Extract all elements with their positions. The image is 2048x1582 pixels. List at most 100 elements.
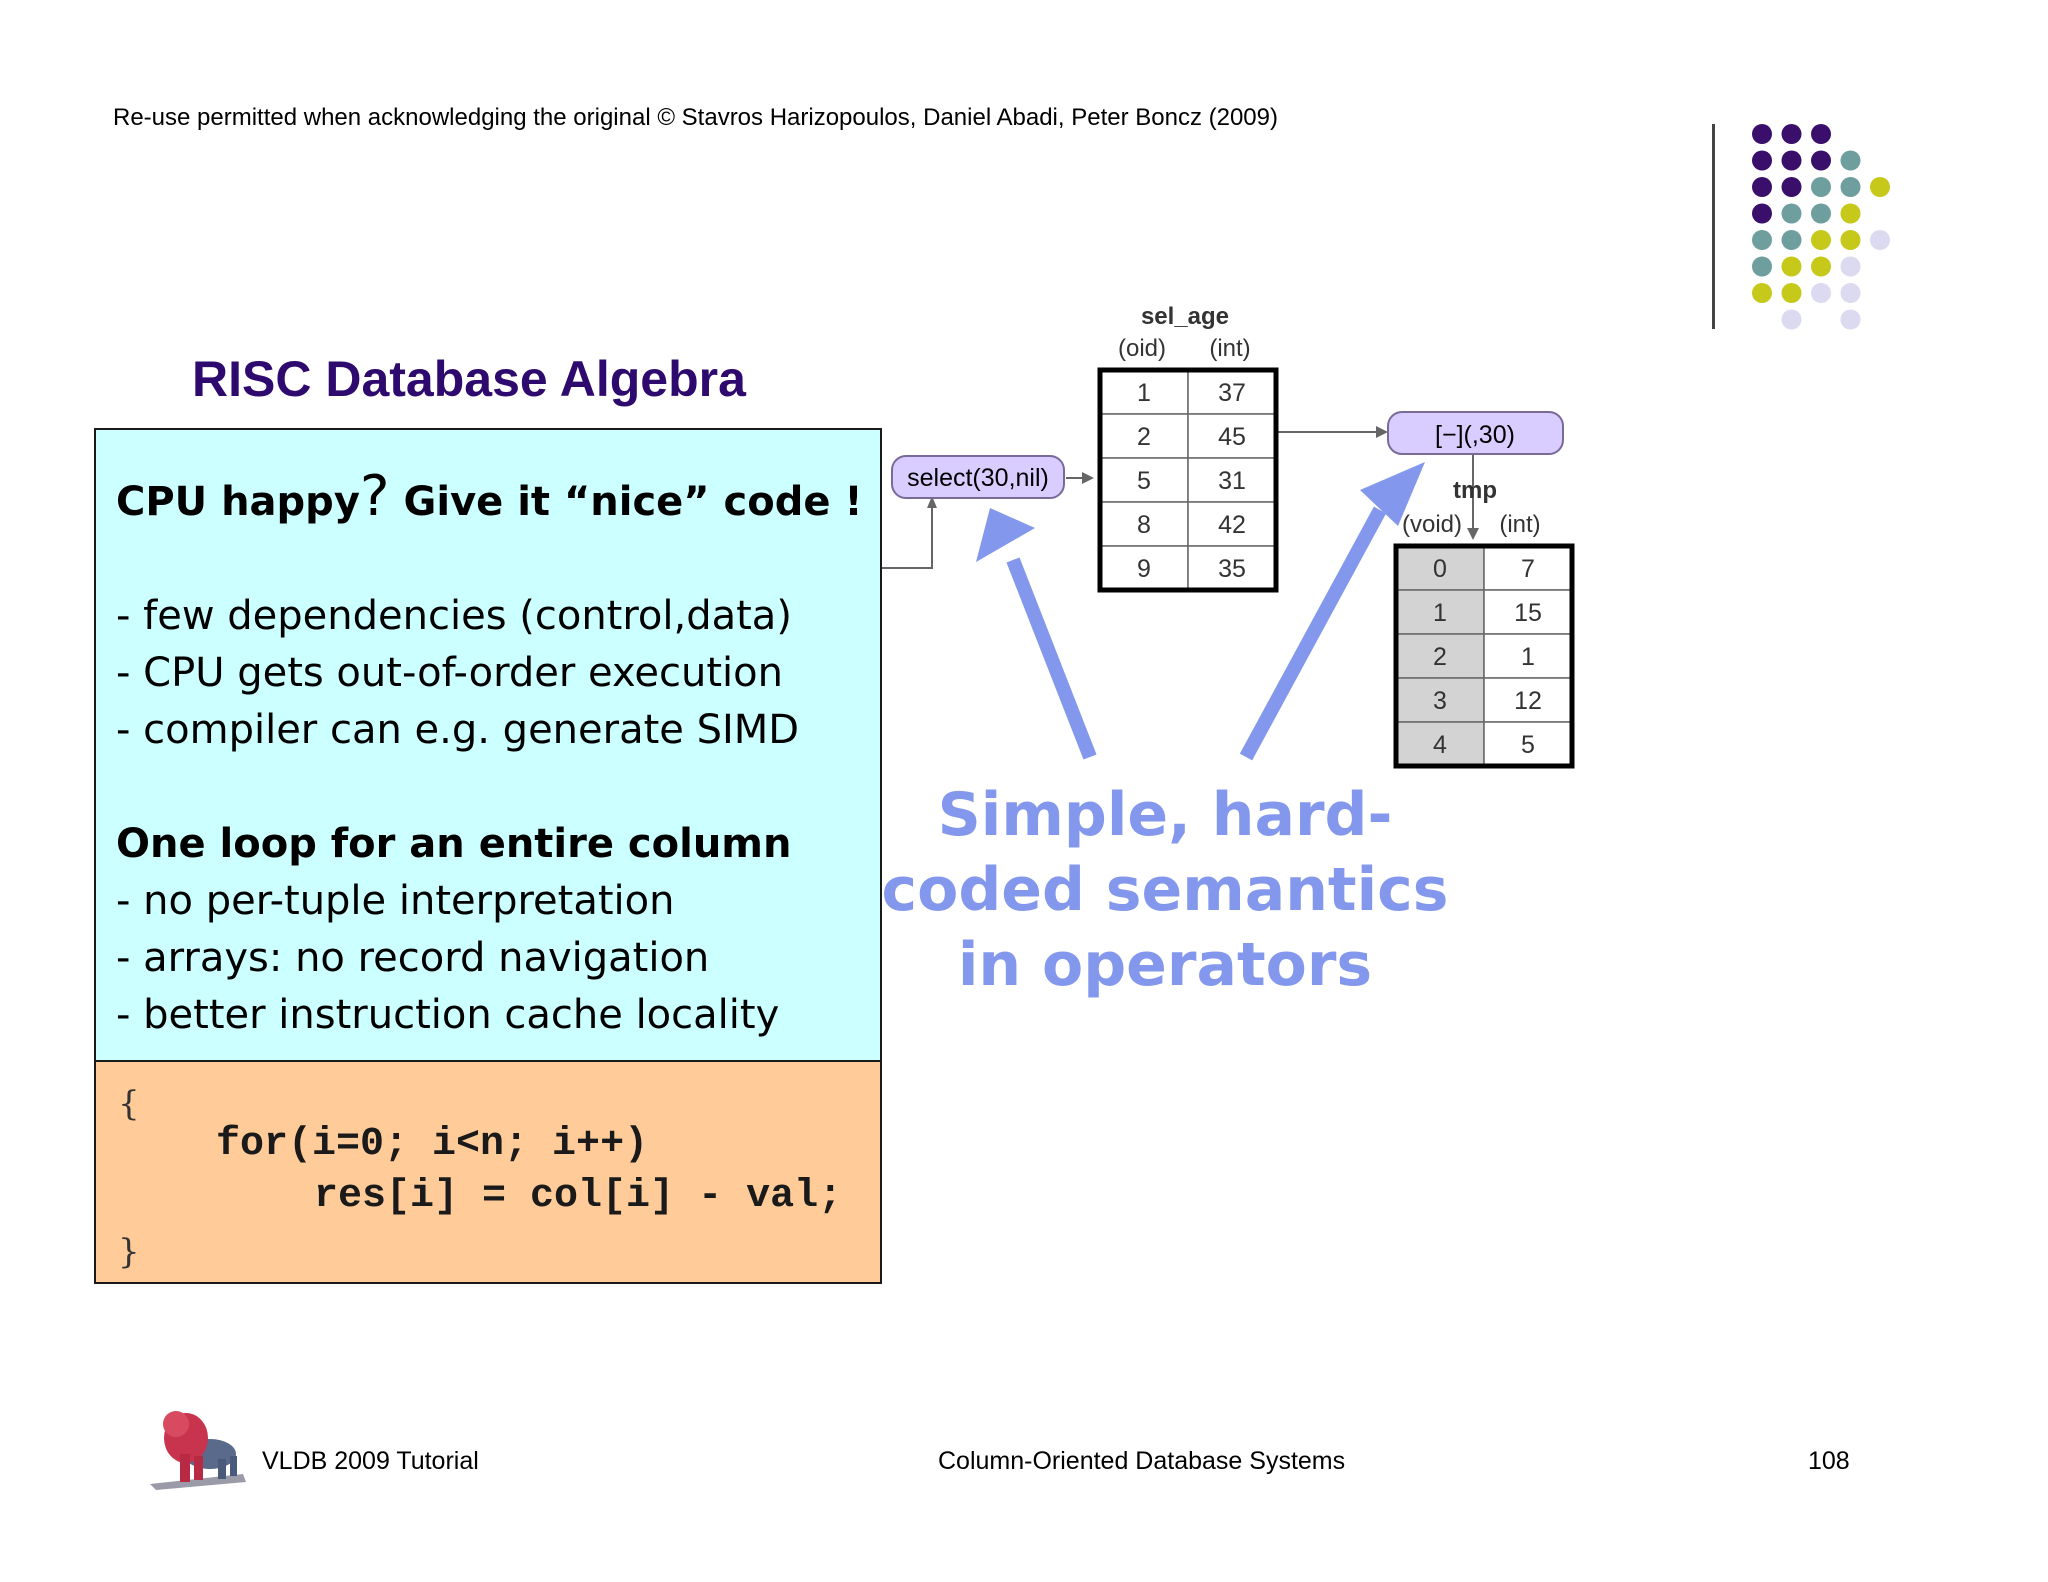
callout-arrowhead-right bbox=[1360, 462, 1425, 526]
decorative-dot bbox=[1752, 230, 1772, 250]
decorative-dot bbox=[1811, 256, 1831, 277]
bullet-item: - CPU gets out-of-order execution bbox=[116, 650, 783, 696]
sel-age-cell bbox=[1099, 413, 1189, 459]
decorative-dot bbox=[1781, 256, 1802, 277]
tmp-cell-value: 12 bbox=[1514, 687, 1542, 715]
tmp-cell bbox=[1483, 721, 1573, 767]
tmp-cell bbox=[1395, 633, 1485, 679]
decorative-dot bbox=[1811, 203, 1831, 224]
decorative-dot bbox=[1811, 177, 1831, 197]
decorative-dot bbox=[1752, 283, 1772, 303]
bullet-item: - no per-tuple interpretation bbox=[116, 878, 675, 924]
decorative-dot bbox=[1781, 309, 1802, 330]
callout-arrow-right bbox=[1239, 506, 1387, 761]
tmp-cell-value: 15 bbox=[1514, 599, 1542, 627]
decorative-dot bbox=[1811, 150, 1831, 171]
decorative-dot bbox=[1840, 203, 1861, 224]
sel-age-cell bbox=[1099, 545, 1189, 591]
callout-line-1: Simple, hard- bbox=[937, 780, 1393, 850]
decorative-dot bbox=[1840, 256, 1861, 277]
decorative-dot bbox=[1781, 150, 1802, 171]
bullet-item: - few dependencies (control,data) bbox=[116, 593, 792, 639]
tmp-col1-type: (void) bbox=[1402, 511, 1462, 538]
bullet-item: - compiler can e.g. generate SIMD bbox=[116, 707, 800, 753]
select-operator-label: select(30,nil) bbox=[907, 464, 1049, 492]
subtract-operator-label: [−](,30) bbox=[1435, 421, 1515, 449]
select-operator bbox=[891, 455, 1065, 499]
sel-age-cell-value: 42 bbox=[1218, 511, 1246, 539]
tmp-cell bbox=[1395, 589, 1485, 635]
sel-age-name: sel_age bbox=[1141, 303, 1229, 330]
tmp-cell-value: 3 bbox=[1433, 687, 1447, 715]
tmp-cell bbox=[1395, 677, 1485, 723]
decorative-dot bbox=[1752, 256, 1772, 277]
slide-title: RISC Database Algebra bbox=[192, 351, 746, 407]
box-heading-2: One loop for an entire column bbox=[116, 821, 792, 867]
copyright-notice: Re-use permitted when acknowledging the … bbox=[113, 104, 1278, 131]
bullet-item: - arrays: no record navigation bbox=[116, 935, 710, 981]
sel-age-cell-value: 2 bbox=[1137, 423, 1151, 451]
decorative-dot bbox=[1781, 230, 1802, 250]
sel-age-col1-type: (oid) bbox=[1118, 335, 1166, 362]
footer-event: VLDB 2009 Tutorial bbox=[262, 1447, 479, 1475]
sel-age-border bbox=[1097, 367, 1279, 593]
decorative-dot bbox=[1840, 309, 1861, 330]
footer-title: Column-Oriented Database Systems bbox=[938, 1447, 1346, 1475]
sel-age-col2-type: (int) bbox=[1209, 335, 1250, 362]
callout-line-3: in operators bbox=[957, 930, 1373, 1000]
decorative-dot bbox=[1752, 203, 1772, 224]
tmp-cell-value: 0 bbox=[1433, 555, 1447, 583]
tmp-border bbox=[1393, 543, 1575, 769]
callout-arrow-left bbox=[1006, 557, 1097, 760]
code-open-brace: { bbox=[118, 1084, 140, 1124]
tmp-col2-type: (int) bbox=[1499, 511, 1540, 538]
decorative-dot bbox=[1781, 124, 1802, 144]
callout-line-2: coded semantics bbox=[881, 855, 1449, 925]
sel-age-cell-value: 31 bbox=[1218, 467, 1246, 495]
decorative-dot bbox=[1840, 150, 1861, 171]
connector-line bbox=[882, 505, 933, 569]
decorative-dot bbox=[1811, 124, 1831, 144]
sel-age-cell-value: 9 bbox=[1137, 555, 1151, 583]
decorative-dot bbox=[1840, 283, 1861, 303]
sel-age-cell bbox=[1187, 413, 1277, 459]
decorative-dot bbox=[1811, 283, 1831, 303]
decorative-dot bbox=[1811, 230, 1831, 250]
connector-arrowhead bbox=[927, 496, 937, 508]
tmp-cell-value: 7 bbox=[1521, 555, 1535, 583]
sel-age-cell-value: 35 bbox=[1218, 555, 1246, 583]
page-number: 108 bbox=[1808, 1447, 1850, 1475]
decorative-dot bbox=[1840, 230, 1861, 250]
lion-logo bbox=[150, 1411, 246, 1490]
decorative-dot bbox=[1781, 177, 1802, 197]
decorative-dot-grid bbox=[1752, 124, 1890, 330]
bullet-item: - better instruction cache locality bbox=[116, 992, 780, 1038]
callout-text: Simple, hard- coded semantics in operato… bbox=[870, 778, 1460, 1003]
decorative-dot bbox=[1752, 150, 1772, 171]
callout-arrowhead-left bbox=[976, 508, 1035, 562]
decorative-dot bbox=[1840, 177, 1861, 197]
tmp-cell bbox=[1483, 545, 1573, 591]
decorative-dot bbox=[1752, 177, 1772, 197]
tmp-cell-value: 4 bbox=[1433, 731, 1447, 759]
decorative-dot bbox=[1781, 203, 1802, 224]
tmp-cell-value: 2 bbox=[1433, 643, 1447, 671]
decorative-dot bbox=[1781, 283, 1802, 303]
sel-age-cell-value: 45 bbox=[1218, 423, 1246, 451]
subtract-operator bbox=[1387, 411, 1564, 455]
code-box: { for(i=0; i<n; i++) res[i] = col[i] - v… bbox=[94, 1060, 882, 1284]
sel-age-cell-value: 8 bbox=[1137, 511, 1151, 539]
header-divider bbox=[1712, 124, 1715, 329]
tmp-name: tmp bbox=[1453, 477, 1497, 504]
content-box: CPU happy? Give it “nice” code ! - few d… bbox=[94, 428, 882, 1062]
connector-arrowhead bbox=[1082, 472, 1094, 484]
code-close-brace: } bbox=[118, 1232, 140, 1272]
sel-age-cell-value: 5 bbox=[1137, 467, 1151, 495]
code-line-2: res[i] = col[i] - val; bbox=[314, 1174, 843, 1219]
tmp-cell-value: 1 bbox=[1521, 643, 1535, 671]
tmp-cell-value: 5 bbox=[1521, 731, 1535, 759]
connector-arrowhead bbox=[1467, 528, 1479, 540]
